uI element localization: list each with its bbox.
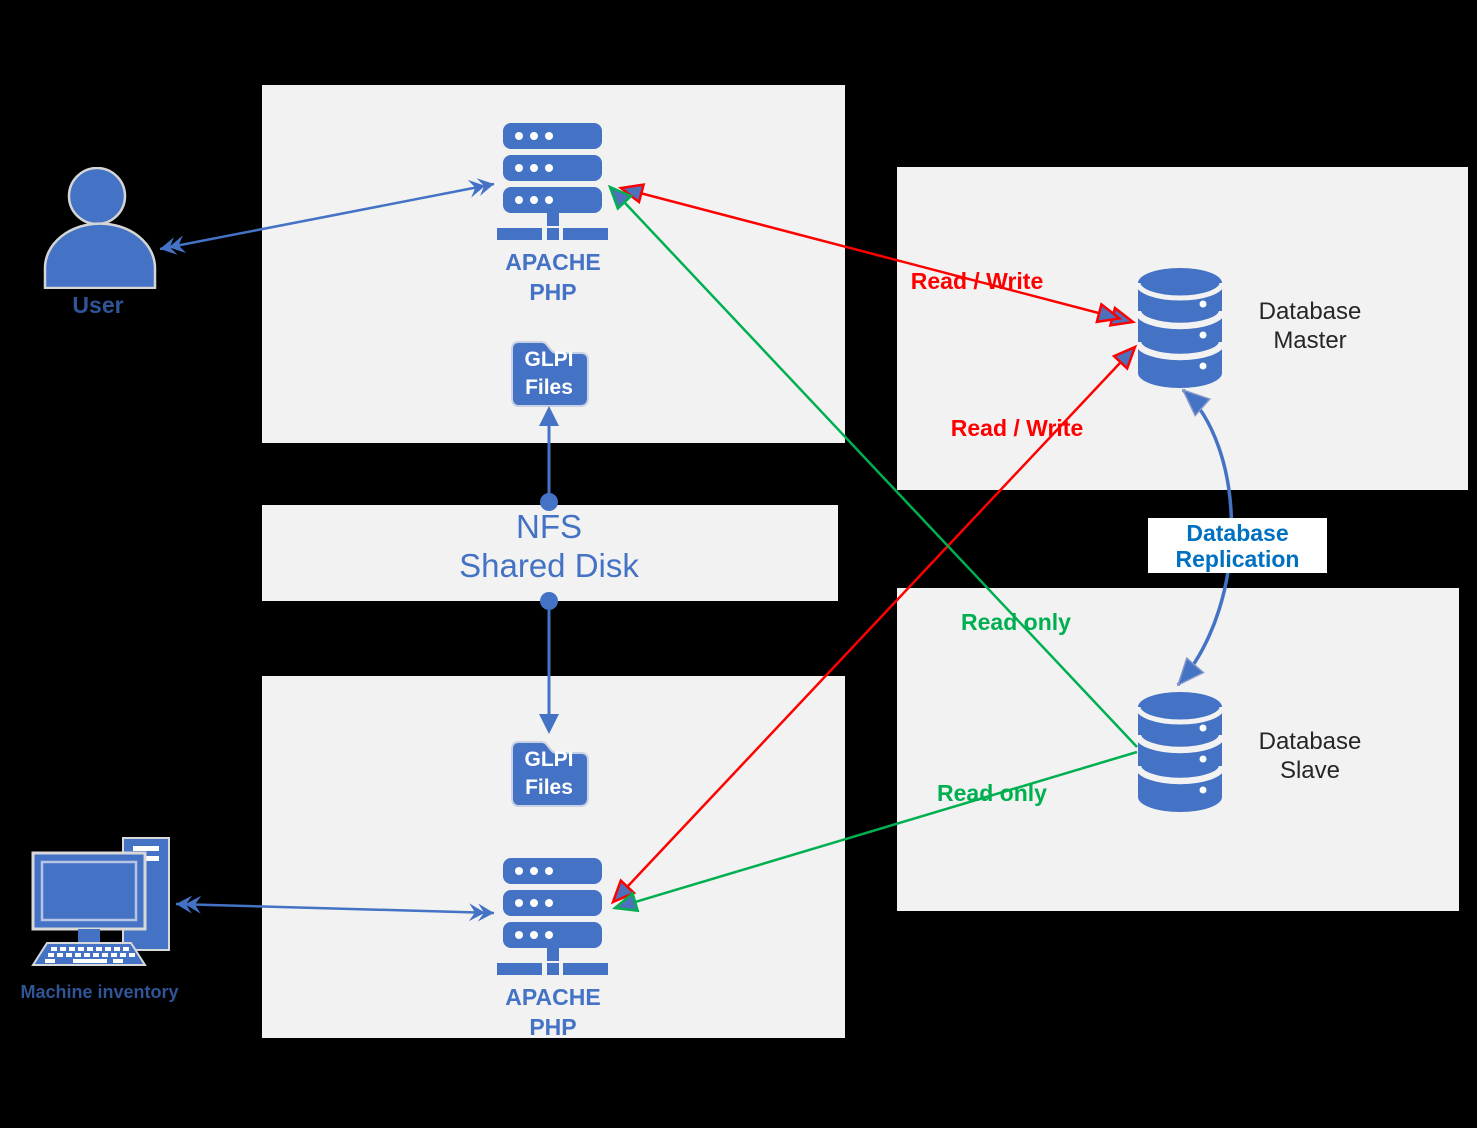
read-only-top-label: Read only [961,609,1071,635]
read-write-top-label: Read / Write [910,268,1044,294]
nfs-label: NFS Shared Disk [459,508,639,584]
apache-bottom-label: APACHE PHP [505,984,601,1040]
user-apache-connector [159,178,495,255]
user-label: User [72,292,124,318]
server-icon-top [497,123,608,240]
machine-inventory-label: Machine inventory [20,982,179,1002]
database-replication-label: Database Replication [1148,518,1327,573]
read-only-bottom-arrow [611,750,1138,913]
nfs-folder-bottom-connector [539,592,559,734]
folder-icon-top [511,341,589,407]
database-slave-icon [1135,692,1225,812]
read-only-top-arrow [607,184,1138,748]
server-icon-bottom [497,858,608,975]
read-only-bottom-label: Read only [937,780,1047,806]
database-slave-label: Database Slave [1258,728,1362,784]
apache-top-label: APACHE PHP [505,249,601,305]
database-master-icon [1135,268,1225,388]
folder-icon-bottom [511,741,589,807]
read-write-bottom-label: Read / Write [950,415,1084,441]
machine-apache-connector [175,895,495,922]
read-write-bottom-arrow [610,344,1138,905]
database-master-label: Database Master [1258,298,1362,354]
nfs-folder-top-connector [539,406,559,511]
computer-icon [31,837,170,966]
apache-bottom-panel [262,676,845,1038]
glpi-files-bottom-label: GLPI Files [524,748,574,799]
glpi-files-top-label: GLPI Files [524,348,574,399]
user-icon [43,167,157,289]
read-write-top-arrow [617,183,1137,327]
nfs-panel [262,505,838,601]
